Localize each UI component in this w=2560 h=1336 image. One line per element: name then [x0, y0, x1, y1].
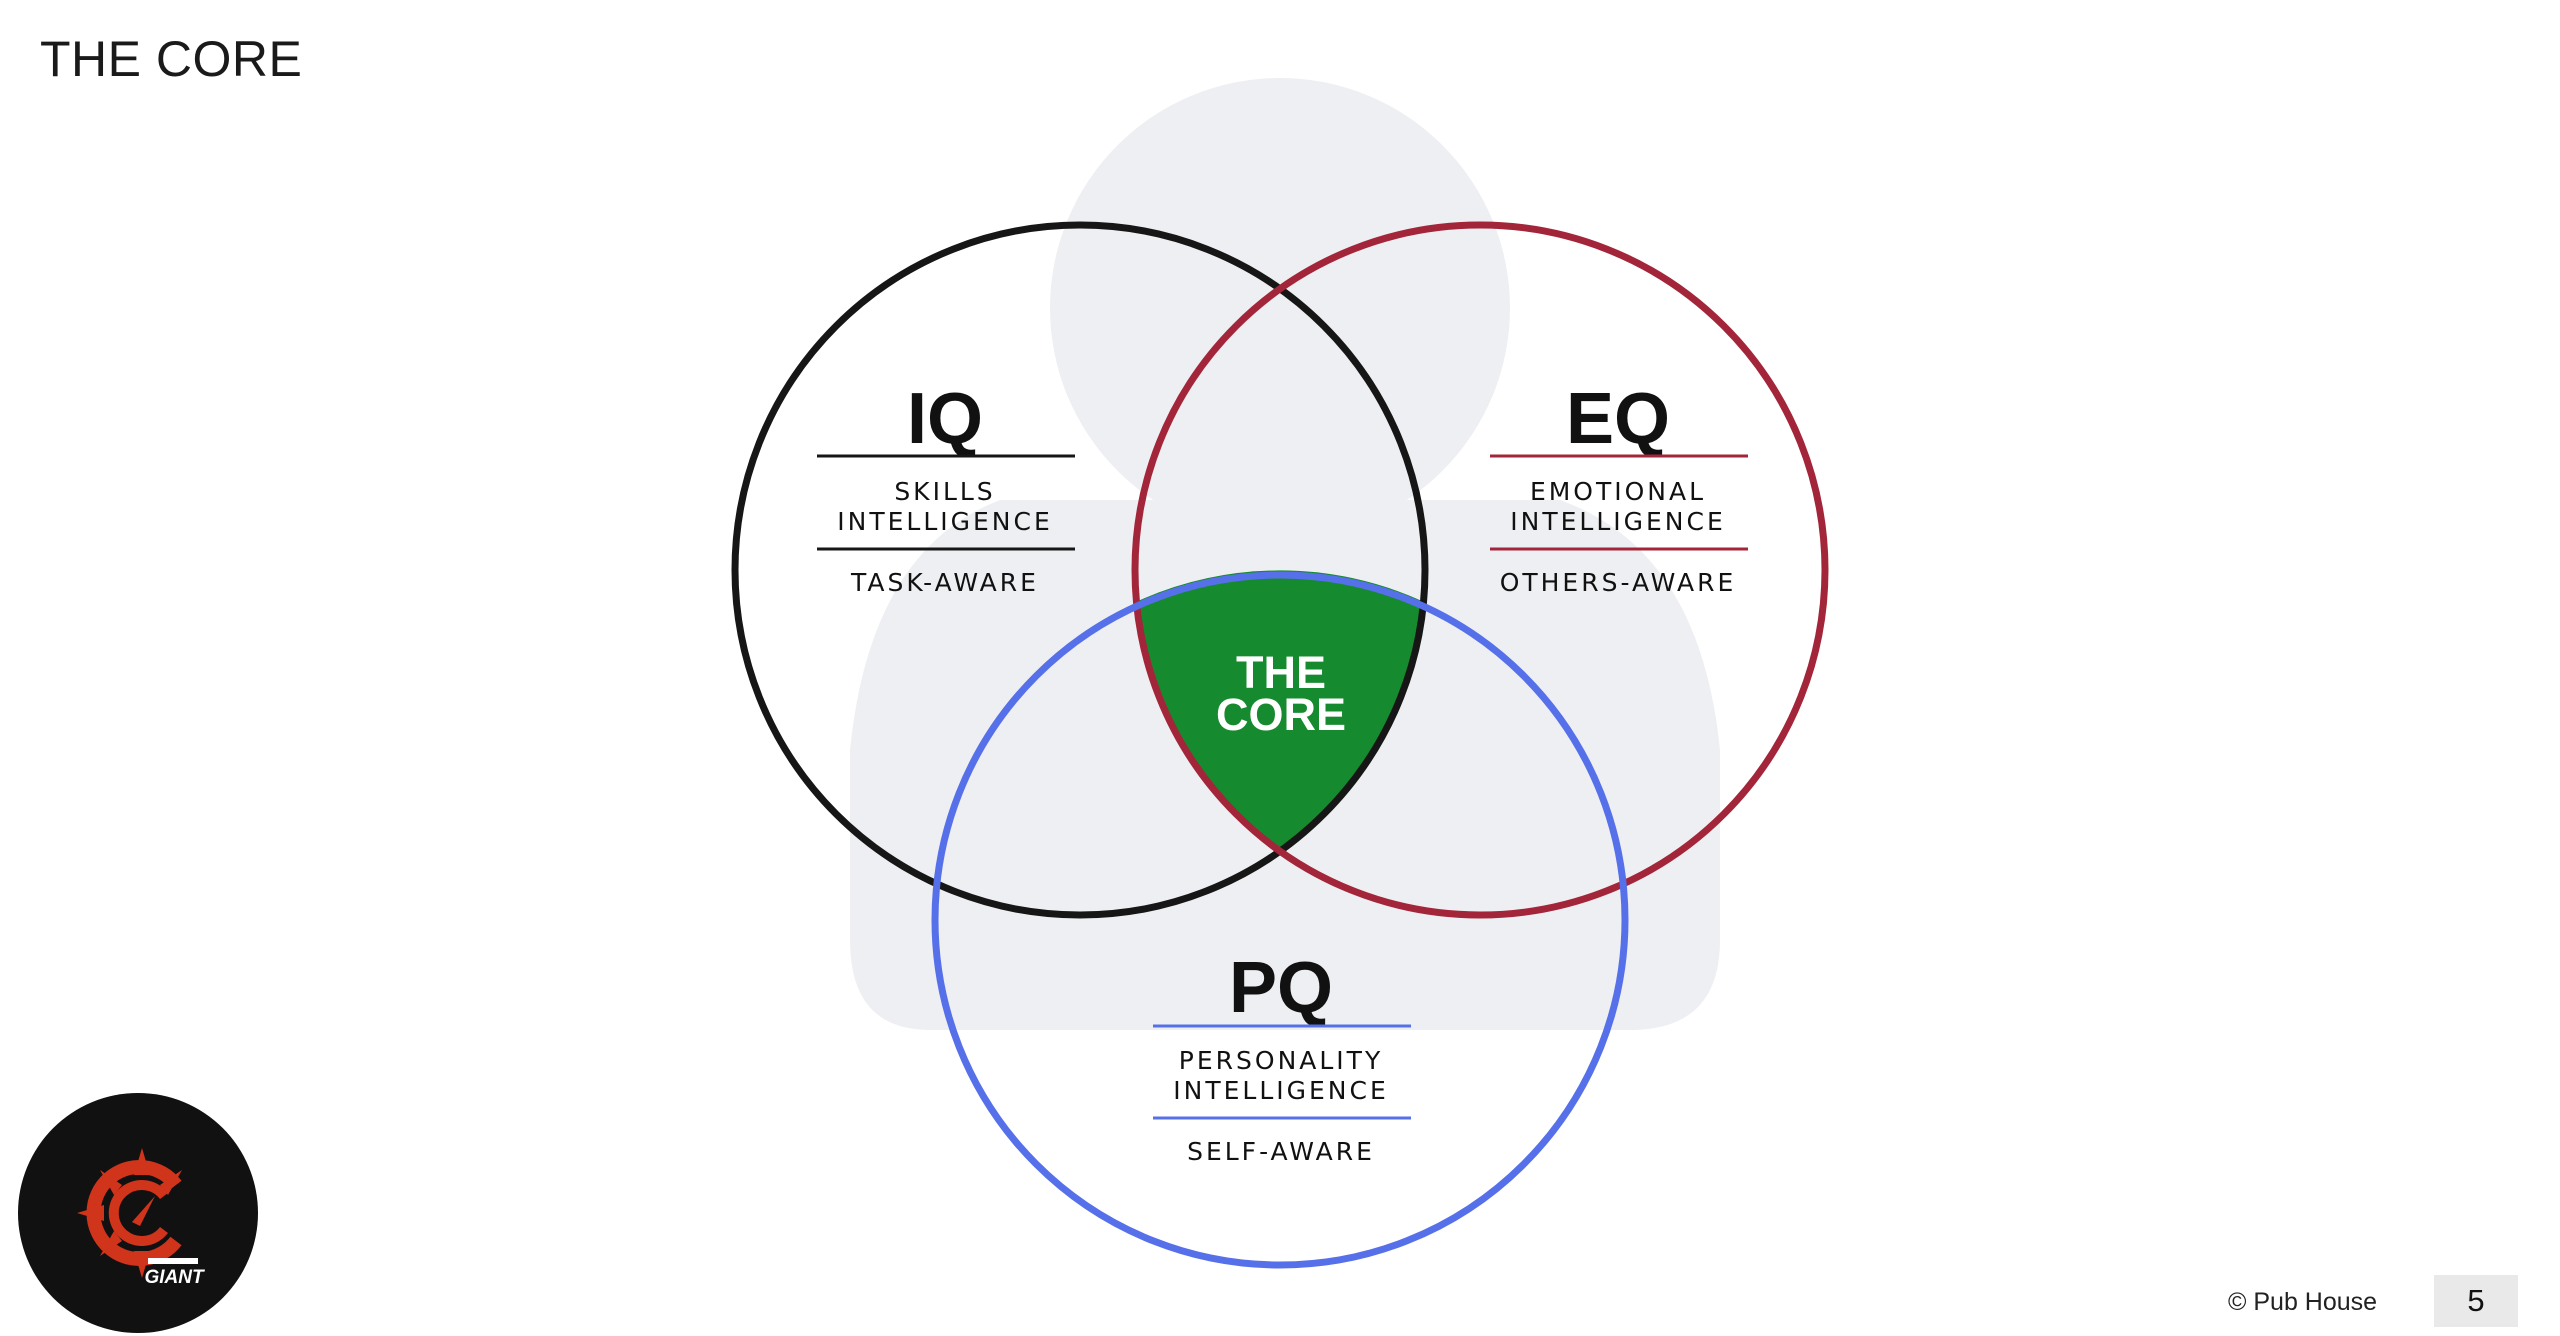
iq-circle — [731, 221, 1429, 919]
core-label-line2: CORE — [1216, 689, 1346, 740]
copyright-text: © Pub House — [2228, 1288, 2378, 1316]
pq-line1: PERSONALITY — [1179, 1046, 1383, 1075]
logo-background — [18, 1093, 258, 1333]
iq-line1: SKILLS — [894, 477, 995, 506]
eq-line2: INTELLIGENCE — [1510, 507, 1726, 536]
page-number: 5 — [2467, 1283, 2485, 1318]
iq-label: IQ — [907, 379, 983, 459]
logo-text: GIANT — [144, 1267, 205, 1288]
eq-label: EQ — [1566, 379, 1670, 459]
pq-line2: INTELLIGENCE — [1173, 1076, 1389, 1105]
logo: GIANT — [18, 1093, 258, 1333]
eq-aware: OTHERS-AWARE — [1500, 568, 1737, 597]
person-silhouette — [850, 78, 1720, 1030]
pq-aware: SELF-AWARE — [1187, 1137, 1375, 1166]
core-label-line1: THE — [1236, 647, 1326, 698]
page-title: THE CORE — [40, 31, 303, 87]
pq-label: PQ — [1229, 948, 1333, 1028]
compass-c-icon — [77, 1148, 182, 1278]
pq-circle — [931, 571, 1629, 1269]
silhouette-head — [1050, 78, 1510, 538]
iq-aware: TASK-AWARE — [850, 568, 1039, 597]
iq-line2: INTELLIGENCE — [837, 507, 1053, 536]
page-number-badge: 5 — [2434, 1275, 2518, 1327]
eq-line1: EMOTIONAL — [1530, 477, 1706, 506]
eq-circle — [1131, 221, 1829, 919]
logo-small-banner — [148, 1258, 198, 1264]
